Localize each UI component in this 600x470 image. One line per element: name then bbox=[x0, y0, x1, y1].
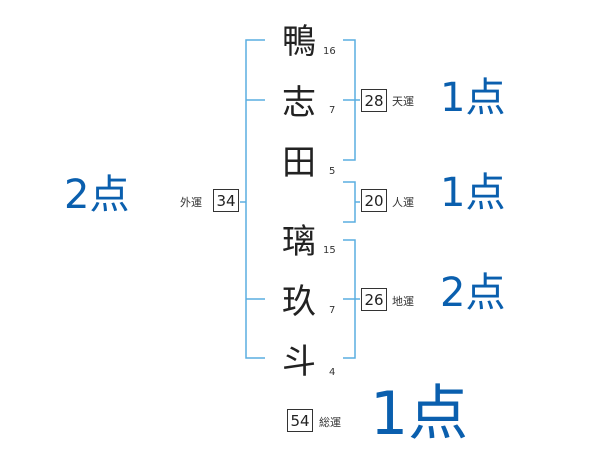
chiun-value-box: 26 bbox=[361, 288, 387, 311]
jinun-value-box: 20 bbox=[361, 189, 387, 212]
gaiun-score: 2点 bbox=[64, 172, 130, 218]
chiun-score: 2点 bbox=[440, 270, 506, 316]
name-char-1: 鴨 bbox=[282, 22, 316, 62]
stroke-count-4: 15 bbox=[323, 245, 336, 256]
tenun-score: 1点 bbox=[440, 75, 506, 121]
stroke-count-3: 5 bbox=[329, 166, 336, 177]
stroke-count-6: 4 bbox=[329, 367, 336, 378]
stroke-count-1: 16 bbox=[323, 46, 336, 57]
souun-value-box: 54 bbox=[287, 409, 313, 432]
stroke-count-2: 7 bbox=[329, 105, 336, 116]
outer-bracket bbox=[245, 39, 265, 359]
jinun-label: 人運 bbox=[392, 196, 414, 209]
jinun-bracket bbox=[343, 181, 356, 223]
gaiun-label: 外運 bbox=[180, 196, 202, 209]
jinun-score: 1点 bbox=[440, 170, 506, 216]
name-char-2: 志 bbox=[282, 83, 316, 123]
name-char-5: 玖 bbox=[282, 282, 316, 322]
souun-label: 総運 bbox=[319, 416, 341, 429]
tenun-label: 天運 bbox=[392, 95, 414, 108]
tenun-value-box: 28 bbox=[361, 89, 387, 112]
stroke-count-5: 7 bbox=[329, 305, 336, 316]
name-char-6: 斗 bbox=[282, 342, 316, 382]
gaiun-value-box: 34 bbox=[213, 189, 239, 212]
name-char-4: 璃 bbox=[282, 222, 316, 262]
name-char-3: 田 bbox=[282, 143, 316, 183]
chiun-label: 地運 bbox=[392, 295, 414, 308]
souun-score: 1点 bbox=[370, 379, 469, 449]
